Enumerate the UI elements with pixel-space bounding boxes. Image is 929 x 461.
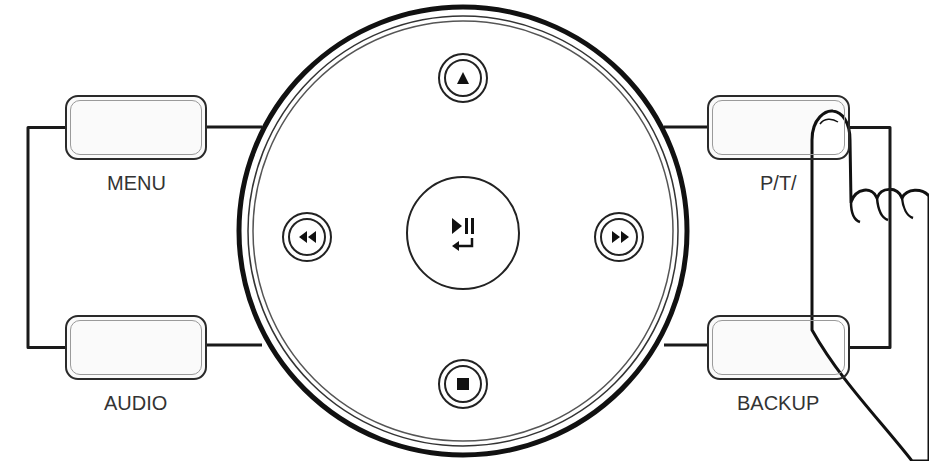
bracket-connector [28, 128, 65, 348]
audio-button [65, 315, 207, 380]
button-label: MENU [107, 172, 166, 194]
button-label: P/T/ [760, 172, 797, 194]
bracket-connector [850, 128, 890, 348]
button-label: AUDIO [104, 392, 167, 414]
backup-button [707, 315, 850, 380]
pt-button [707, 95, 850, 160]
button-label: BACKUP [737, 392, 819, 414]
menu-button [65, 95, 207, 160]
